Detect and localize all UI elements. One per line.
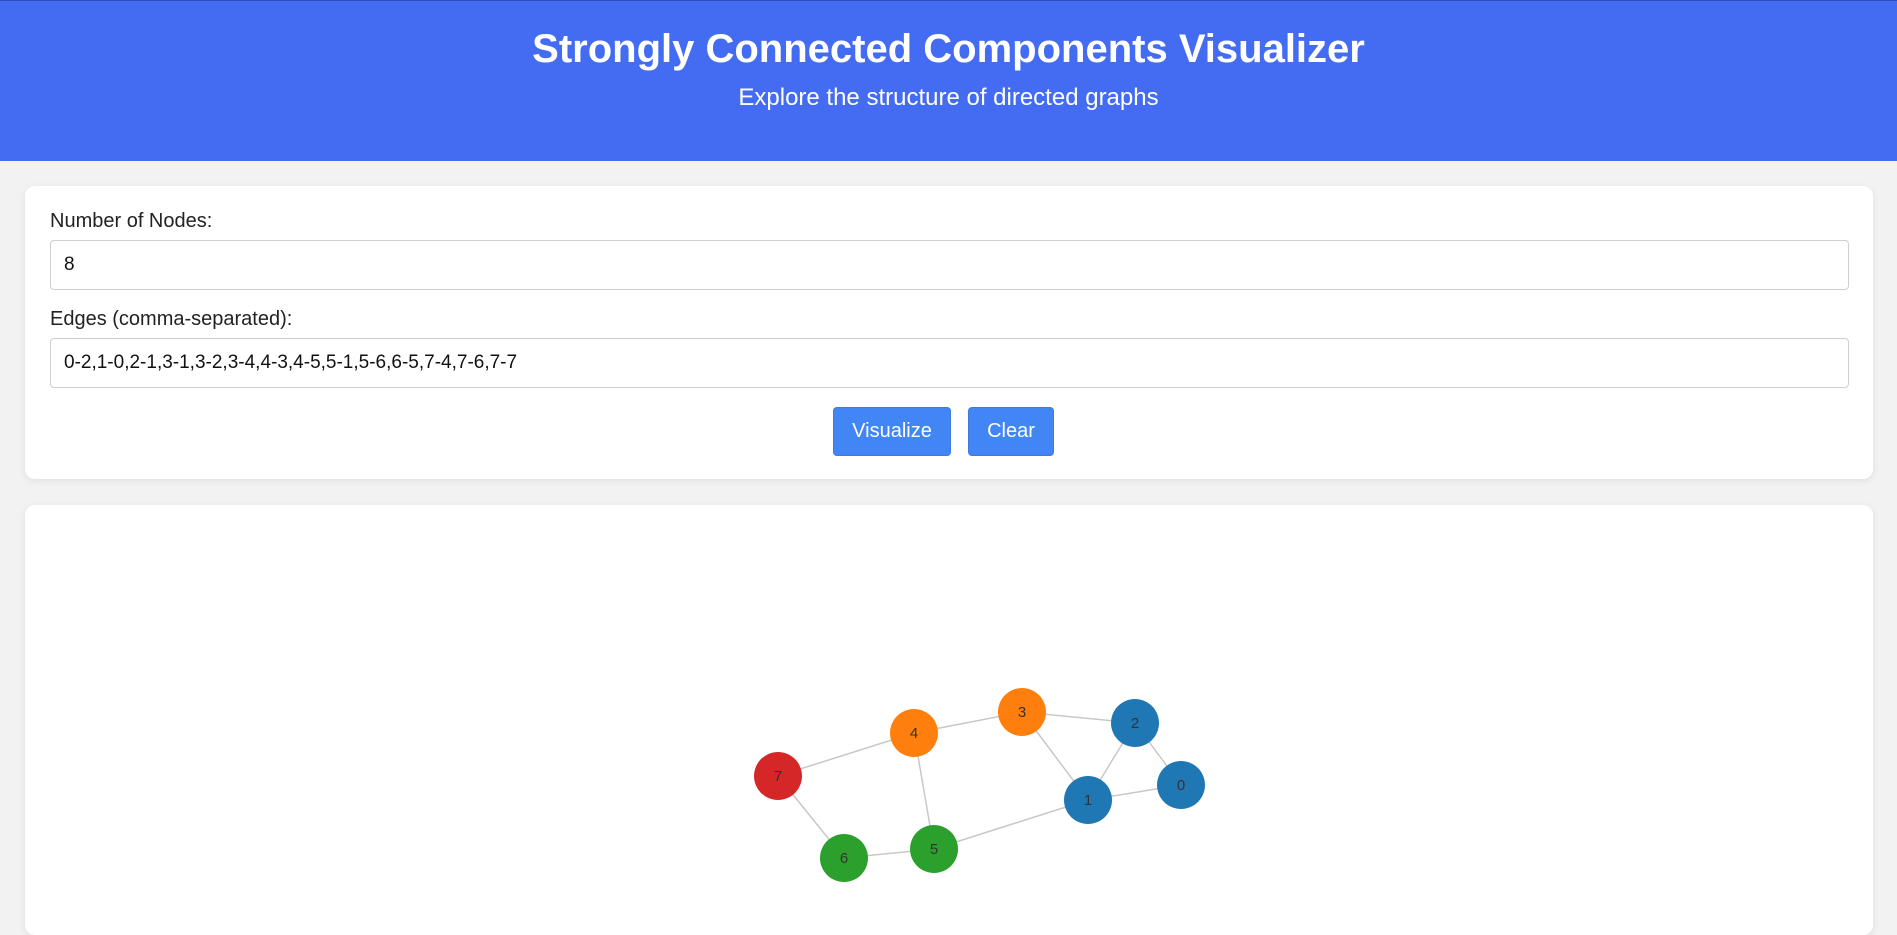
graph-node-7[interactable]: 7	[754, 752, 802, 800]
graph-edge-5-1	[933, 799, 1089, 850]
node-circle[interactable]	[1111, 699, 1159, 747]
graph-panel: 0 1 2 3 4 5 6 7	[25, 505, 1873, 935]
graph-node-5[interactable]: 5	[910, 825, 958, 873]
nodes-label: Number of Nodes:	[50, 210, 213, 232]
node-label: 1	[1084, 792, 1092, 809]
node-circle[interactable]	[1157, 761, 1205, 809]
edges-input[interactable]	[50, 338, 1849, 388]
node-label: 0	[1177, 777, 1185, 794]
node-label: 4	[910, 725, 918, 742]
graph-node-6[interactable]: 6	[820, 834, 868, 882]
controls-panel: Number of Nodes: Edges (comma-separated)…	[25, 186, 1873, 479]
page-header: Strongly Connected Components Visualizer…	[0, 0, 1897, 161]
node-circle[interactable]	[820, 834, 868, 882]
nodes-input[interactable]	[50, 240, 1849, 290]
node-circle[interactable]	[890, 709, 938, 757]
node-circle[interactable]	[754, 752, 802, 800]
node-label: 2	[1131, 715, 1139, 732]
graph-node-2[interactable]: 2	[1111, 699, 1159, 747]
node-circle[interactable]	[1064, 776, 1112, 824]
node-label: 3	[1018, 704, 1026, 721]
graph-node-0[interactable]: 0	[1157, 761, 1205, 809]
graph-node-4[interactable]: 4	[890, 709, 938, 757]
visualize-button[interactable]: Visualize	[833, 407, 951, 456]
node-circle[interactable]	[998, 688, 1046, 736]
node-label: 5	[930, 841, 938, 858]
graph-node-3[interactable]: 3	[998, 688, 1046, 736]
graph-node-1[interactable]: 1	[1064, 776, 1112, 824]
node-label: 7	[774, 768, 782, 785]
node-label: 6	[840, 850, 848, 867]
node-circle[interactable]	[910, 825, 958, 873]
clear-button[interactable]: Clear	[968, 407, 1054, 456]
graph-canvas[interactable]: 0 1 2 3 4 5 6 7	[25, 505, 1873, 935]
page-title: Strongly Connected Components Visualizer	[532, 27, 1365, 71]
page-subtitle: Explore the structure of directed graphs	[738, 84, 1159, 111]
edges-label: Edges (comma-separated):	[50, 308, 293, 330]
